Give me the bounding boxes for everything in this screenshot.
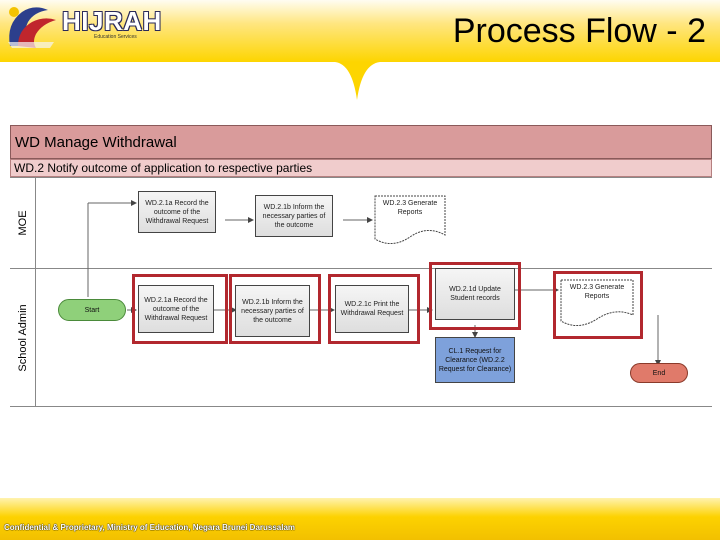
document-shape-icon [560, 279, 634, 326]
subprocess-header-row: WD.2 Notify outcome of application to re… [10, 159, 712, 177]
school-inform-parties-box: WD.2.1b Inform the necessary parties of … [235, 285, 310, 337]
process-title: WD Manage Withdrawal [15, 134, 177, 151]
footer-confidential-text: Confidential & Proprietary, Ministry of … [4, 523, 296, 532]
moe-inform-parties-box: WD.2.1b Inform the necessary parties of … [255, 195, 333, 237]
school-request-clearance-box: CL.1 Request for Clearance (WD.2.2 Reque… [435, 337, 515, 383]
logo-tagline: Education Services [94, 34, 137, 40]
school-inform-parties-label: WD.2.1b Inform the necessary parties of … [241, 298, 304, 324]
school-update-records-box: WD.2.1d Update Student records [435, 268, 515, 320]
banner-notch [335, 62, 380, 100]
lane-label-moe: MOE [10, 178, 36, 268]
moe-generate-reports-label: WD.2.3 Generate Reports [382, 200, 438, 216]
highlight-inform-parties [229, 274, 321, 344]
school-record-outcome-label: WD.2.1a Record the outcome of the Withdr… [144, 296, 208, 322]
school-record-outcome-box: WD.2.1a Record the outcome of the Withdr… [138, 285, 214, 333]
lane-moe: MOE [10, 177, 712, 269]
start-node-label: Start [84, 306, 100, 314]
highlight-record-outcome [132, 274, 228, 344]
top-banner [0, 0, 720, 62]
process-diagram: WD Manage Withdrawal WD.2 Notify outcome… [10, 125, 712, 407]
flow-connectors [87, 200, 661, 366]
slide-title: Process Flow - 2 [452, 12, 706, 50]
school-request-clearance-label: CL.1 Request for Clearance (WD.2.2 Reque… [438, 347, 512, 373]
subprocess-title: WD.2 Notify outcome of application to re… [14, 161, 313, 175]
moe-generate-reports-doc: WD.2.3 Generate Reports [374, 195, 446, 247]
school-generate-reports-label: WD.2.3 Generate Reports [569, 284, 625, 300]
highlight-update-records [429, 262, 521, 330]
end-node: End [630, 363, 688, 383]
crest-icon [8, 7, 56, 48]
process-header-row: WD Manage Withdrawal [10, 125, 712, 159]
moe-record-outcome-label: WD.2.1a Record the outcome of the Withdr… [145, 199, 209, 225]
school-update-records-label: WD.2.1d Update Student records [449, 286, 501, 302]
school-print-request-box: WD.2.1c Print the Withdrawal Request [335, 285, 409, 333]
lane-school-admin: School Admin [10, 269, 712, 407]
footer-banner: Confidential & Proprietary, Ministry of … [0, 498, 720, 540]
document-shape-icon [374, 195, 446, 244]
highlight-print-request [328, 274, 420, 344]
moe-record-outcome-box: WD.2.1a Record the outcome of the Withdr… [138, 191, 216, 233]
hijrah-logo: HIJRAH Education Services [4, 2, 161, 50]
lane-label-school-admin: School Admin [10, 269, 36, 406]
school-print-request-label: WD.2.1c Print the Withdrawal Request [340, 301, 404, 317]
end-node-label: End [652, 369, 666, 377]
school-generate-reports-doc: WD.2.3 Generate Reports [560, 279, 634, 329]
logo-wordmark: HIJRAH [62, 6, 162, 36]
start-node: Start [58, 299, 126, 321]
moe-inform-parties-label: WD.2.1b Inform the necessary parties of … [262, 203, 326, 229]
highlight-generate-reports [553, 271, 643, 339]
